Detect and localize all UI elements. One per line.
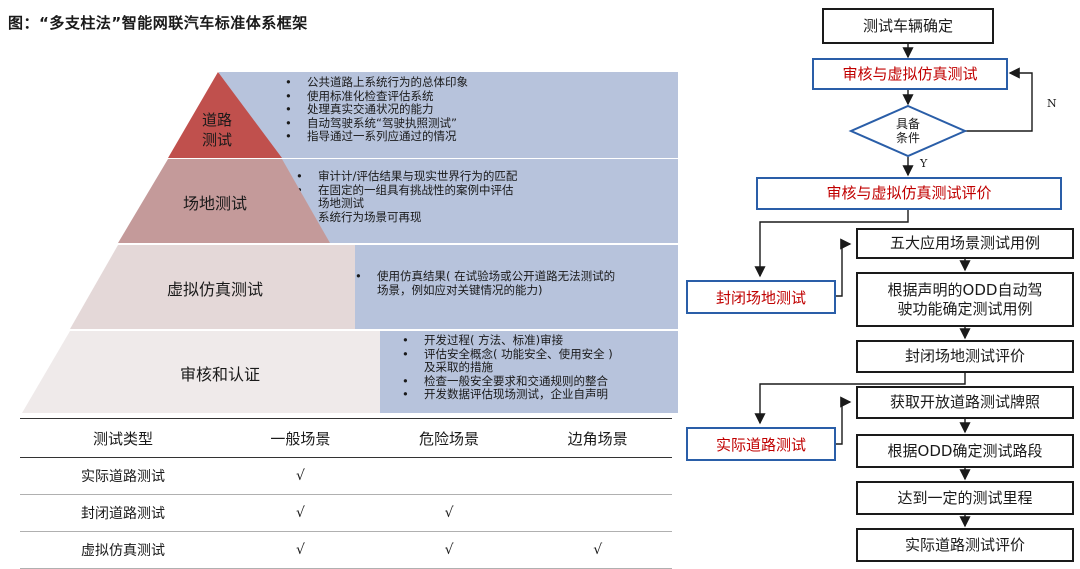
scenario-matrix: 测试类型 一般场景 危险场景 边角场景 实际道路测试 √ 封闭道路测试 √ √ … [20, 418, 672, 569]
layer-item: 审计计/评估结果与现实世界行为的匹配 [296, 169, 678, 184]
decision-line2: 条件 [895, 131, 920, 145]
audit-items: 开发过程( 方法、标准)审接评估安全概念( 功能安全、使用安全 )及采取的措施检… [380, 331, 678, 402]
review-sim-eval-box: 审核与虚拟仿真测试评价 [756, 177, 1062, 210]
row-label: 封闭道路测试 [20, 494, 227, 532]
closed-step-2-line2: 驶功能确定测试用例 [897, 299, 1033, 318]
figure-title: 图：“多支柱法”智能网联汽车标准体系框架 [8, 14, 308, 32]
layer-item: 自动驾驶系统“驾驶执照测试” [285, 116, 678, 131]
decision-label: 具备 条件 [878, 117, 938, 145]
matrix-header: 一般场景 [226, 418, 375, 458]
matrix-header: 测试类型 [20, 418, 227, 458]
layer-audit-shape [22, 331, 380, 413]
layer-item: 评估安全概念( 功能安全、使用安全 ) [402, 347, 678, 362]
no-label: N [1047, 97, 1057, 110]
layer-site-shape [118, 159, 330, 243]
review-sim-box: 审核与虚拟仿真测试 [812, 58, 1008, 90]
check-cell: √ [523, 531, 672, 569]
layer-audit-label: 审核和认证 [179, 365, 260, 384]
matrix-header-row: 测试类型 一般场景 危险场景 边角场景 [20, 418, 672, 458]
layer-item: 及采取的措施 [424, 360, 493, 375]
layer-road-shape [168, 72, 282, 158]
table-row: 封闭道路测试 √ √ [20, 494, 672, 532]
check-cell: √ [226, 531, 375, 569]
table-row: 实际道路测试 √ [20, 457, 672, 495]
layer-item: 开发数据评估现场测试，企业自声明 [402, 388, 678, 402]
real-step-1: 获取开放道路测试牌照 [856, 386, 1074, 419]
decision-line1: 具备 [895, 117, 920, 131]
layer-item: 场景，例如应对关键情况的能力) [377, 282, 543, 297]
layer-item: 系统行为场景可再现 [318, 209, 422, 224]
check-cell [523, 494, 672, 532]
layer-road-details: 公共道路上系统行为的总体印象使用标准化检查评估系统处理真实交通状况的能力自动驾驶… [219, 72, 678, 158]
layer-item: 检查一般安全要求和交通规则的整合 [402, 374, 678, 389]
closed-step-1: 五大应用场景测试用例 [856, 228, 1074, 259]
check-cell: √ [226, 494, 375, 532]
layer-item: 开发过程( 方法、标准)审接 [402, 333, 678, 348]
check-cell: √ [374, 531, 524, 569]
closed-step-2-line1: 根据声明的ODD自动驾 [887, 280, 1043, 299]
layer-item: 使用仿真结果( 在试验场或公开道路无法测试的 [355, 269, 678, 284]
closed-step-3: 封闭场地测试评价 [856, 340, 1074, 373]
matrix-header: 边角场景 [523, 418, 672, 458]
row-label: 虚拟仿真测试 [20, 531, 227, 569]
layer-site-label: 场地测试 [182, 194, 247, 213]
layer-road-label: 道路 测试 [190, 110, 244, 150]
layer-site-details: 审计计/评估结果与现实世界行为的匹配在固定的一组具有挑战性的案例中评估场地测试系… [282, 159, 678, 243]
check-cell: √ [226, 457, 375, 495]
closed-step-2: 根据声明的ODD自动驾 驶功能确定测试用例 [856, 272, 1074, 327]
real-road-box: 实际道路测试 [686, 427, 836, 461]
row-label: 实际道路测试 [20, 457, 227, 495]
real-step-2: 根据ODD确定测试路段 [856, 434, 1074, 468]
road-label-line2: 测试 [201, 131, 232, 149]
road-items: 公共道路上系统行为的总体印象使用标准化检查评估系统处理真实交通状况的能力自动驾驶… [219, 72, 678, 144]
layer-item: 公共道路上系统行为的总体印象 [285, 75, 678, 90]
yes-label: Y [920, 157, 928, 170]
table-row: 虚拟仿真测试 √ √ √ [20, 531, 672, 569]
matrix-header: 危险场景 [374, 418, 524, 458]
road-label-line1: 道路 [201, 111, 232, 129]
check-cell: √ [374, 494, 524, 532]
layer-sim-shape [70, 245, 355, 329]
layer-item: 指导通过一系列应通过的情况 [285, 130, 678, 144]
vehicle-confirm-box: 测试车辆确定 [822, 8, 994, 44]
layer-item: 使用标准化检查评估系统 [285, 89, 678, 104]
layer-sim-label: 虚拟仿真测试 [166, 280, 263, 299]
closed-site-box: 封闭场地测试 [686, 280, 836, 314]
real-step-3: 达到一定的测试里程 [856, 481, 1074, 515]
decision-diamond [848, 104, 968, 158]
layer-item: 处理真实交通状况的能力 [285, 103, 678, 117]
check-cell [374, 457, 524, 495]
layer-audit-details: 开发过程( 方法、标准)审接评估安全概念( 功能安全、使用安全 )及采取的措施检… [380, 331, 678, 413]
real-step-4: 实际道路测试评价 [856, 528, 1074, 562]
check-cell [523, 457, 672, 495]
